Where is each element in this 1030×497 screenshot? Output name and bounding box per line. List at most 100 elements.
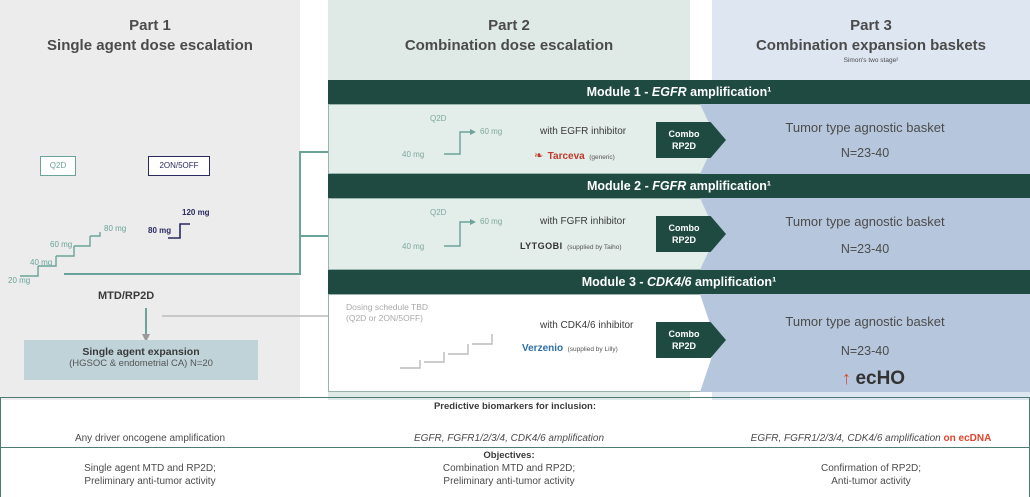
up-arrow-icon: ↑ <box>842 368 851 388</box>
module-3-schedule-line1: Dosing schedule TBD <box>346 302 429 312</box>
objectives-part2: Combination MTD and RP2D; Preliminary an… <box>328 462 690 488</box>
module-3-schedule-note: Dosing schedule TBD (Q2D or 2ON/5OFF) <box>346 302 428 324</box>
module-2-drug: LYTGOBI (supplied by Taiho) <box>520 236 622 254</box>
module-2-combo-rp2d: Combo RP2D <box>656 216 726 252</box>
objectives-part3-line2: Anti-tumor activity <box>831 476 911 487</box>
biomarkers-heading: Predictive biomarkers for inclusion: <box>433 401 597 412</box>
module-3-combo: Combo <box>668 329 700 339</box>
module-1-basket: Tumor type agnostic basket N=23-40 <box>700 104 1030 174</box>
biomarkers-part1: Any driver oncogene amplification <box>74 433 226 444</box>
module-1-combo-rp2d: Combo RP2D <box>656 122 726 158</box>
part3-title: Part 3 Combination expansion baskets Sim… <box>712 16 1030 65</box>
biomarkers-part3: EGFR, FGFR1/2/3/4, CDK4/6 amplification … <box>712 433 1030 444</box>
module-2-basket-title: Tumor type agnostic basket <box>785 214 945 229</box>
module-1-header-pre: Module 1 - <box>586 85 652 99</box>
objectives-part3: Confirmation of RP2D; Anti-tumor activit… <box>712 462 1030 488</box>
module-3-header-pre: Module 3 - <box>581 275 648 289</box>
module-2-combo: Combo <box>668 223 700 233</box>
part2-label: Part 2 <box>488 17 530 34</box>
objectives-part1-line1: Single agent MTD and RP2D; <box>84 463 216 474</box>
module-2-basket-n: N=23-40 <box>840 242 890 256</box>
part1-title: Part 1 Single agent dose escalation <box>0 16 300 56</box>
module-3-combo-rp2d: Combo RP2D <box>656 322 726 358</box>
module-1-header: Module 1 - EGFR amplification¹ <box>328 80 1030 104</box>
module-2-drug-note: (supplied by Taiho) <box>567 244 622 251</box>
tarceva-logo-icon: ❧ <box>534 150 544 162</box>
mtd-rp2d-label: MTD/RP2D <box>98 290 155 302</box>
objectives-part1-line2: Preliminary anti-tumor activity <box>84 476 216 487</box>
module-2-dose-high: 60 mg <box>480 217 503 226</box>
module-3-schedule-line2: (Q2D or 2ON/5OFF) <box>346 313 423 323</box>
module-1-combo: Combo <box>668 129 700 139</box>
simons-two-stage-note: Simon's two stage² <box>843 57 899 64</box>
part1-background <box>0 0 300 400</box>
module-1-inhibitor: with EGFR inhibitor <box>540 126 627 137</box>
module-2-inhibitor: with FGFR inhibitor <box>540 216 626 227</box>
module-1-dose-steps <box>444 129 476 155</box>
module-3-drug-note: (supplied by Lilly) <box>567 346 618 353</box>
module-2-dose-low: 40 mg <box>402 242 425 251</box>
module-2-dose-steps <box>444 219 476 247</box>
dose-20mg: 20 mg <box>8 276 31 285</box>
module-1-dose-high: 60 mg <box>480 127 503 136</box>
on-off-schedule-label: 2ON/5OFF <box>159 161 199 170</box>
module-2-gene: FGFR <box>652 179 687 193</box>
module-3-body <box>328 294 718 392</box>
module-1-q2d: Q2D <box>430 114 447 123</box>
module-3-header: Module 3 - CDK4/6 amplification¹ <box>328 270 1030 294</box>
dose-escalation-staircase <box>20 223 190 277</box>
navy-dose-80mg: 80 mg <box>148 226 172 235</box>
ecdna-highlight: on ecDNA <box>943 433 992 444</box>
expansion-detail: (HGSOC & endometrial CA) N=20 <box>69 358 213 369</box>
module-3-drug: Verzenio (supplied by Lilly) <box>522 338 618 356</box>
module-1-gene: EGFR <box>651 85 687 99</box>
module-1-basket-title: Tumor type agnostic basket <box>785 120 945 135</box>
part3-subtitle: Combination expansion baskets <box>755 37 987 54</box>
module-1-header-post: amplification¹ <box>686 85 772 99</box>
q2d-schedule-label: Q2D <box>49 161 67 170</box>
objectives-part1: Single agent MTD and RP2D; Preliminary a… <box>0 462 300 488</box>
on-off-schedule-box: 2ON/5OFF <box>148 156 210 176</box>
echo-logo: ↑ ecHO <box>842 368 905 390</box>
single-agent-expansion-box: Single agent expansion (HGSOC & endometr… <box>24 340 258 380</box>
module-3-header-post: amplification¹ <box>691 275 777 289</box>
echo-logo-text: ecHO <box>855 368 906 389</box>
dose-40mg: 40 mg <box>30 258 53 267</box>
module-3-inhibitor: with CDK4/6 inhibitor <box>540 320 634 331</box>
module-3-basket: Tumor type agnostic basket N=23-40 <box>700 294 1030 392</box>
module-1-dose-low: 40 mg <box>402 150 425 159</box>
module-2-header-post: amplification¹ <box>686 179 772 193</box>
part3-label: Part 3 <box>850 17 892 34</box>
biomarkers-part3-main: EGFR, FGFR1/2/3/4, CDK4/6 amplification <box>750 433 941 444</box>
module-3-dose-steps <box>400 334 493 369</box>
objectives-part3-line1: Confirmation of RP2D; <box>820 463 922 474</box>
module-3-drug-name: Verzenio <box>522 343 564 354</box>
module-1-basket-n: N=23-40 <box>840 146 890 160</box>
module-3-basket-title: Tumor type agnostic basket <box>785 314 945 329</box>
module-1-rp2d: RP2D <box>671 141 696 151</box>
module-2-rp2d: RP2D <box>671 235 696 245</box>
module-2-header-pre: Module 2 - <box>586 179 653 193</box>
part1-label: Part 1 <box>129 17 171 34</box>
expansion-title: Single agent expansion <box>82 346 200 358</box>
module-2-header: Module 2 - FGFR amplification¹ <box>328 174 1030 198</box>
objectives-part2-line1: Combination MTD and RP2D; <box>442 463 576 474</box>
module-2-drug-name: LYTGOBI <box>520 241 563 251</box>
part2-title: Part 2 Combination dose escalation <box>328 16 690 56</box>
dose-60mg: 60 mg <box>50 240 73 249</box>
q2d-schedule-box: Q2D <box>40 156 76 176</box>
objectives-part2-line2: Preliminary anti-tumor activity <box>443 476 575 487</box>
objectives-heading: Objectives: <box>483 450 535 461</box>
part2-subtitle: Combination dose escalation <box>404 37 614 54</box>
navy-dose-120mg: 120 mg <box>182 208 210 217</box>
module-3-basket-n: N=23-40 <box>840 344 890 358</box>
module-3-rp2d: RP2D <box>671 341 696 351</box>
module-2-body <box>328 198 718 270</box>
module-3-gene: CDK4/6 <box>647 275 692 289</box>
module-2-basket: Tumor type agnostic basket N=23-40 <box>700 198 1030 270</box>
module-1-drug: ❧ Tarceva (generic) <box>534 146 615 164</box>
biomarkers-part2: EGFR, FGFR1/2/3/4, CDK4/6 amplification <box>413 433 605 444</box>
module-1-drug-note: (generic) <box>589 154 615 161</box>
module-1-drug-name: Tarceva <box>547 151 585 162</box>
dose-80mg: 80 mg <box>104 224 127 233</box>
